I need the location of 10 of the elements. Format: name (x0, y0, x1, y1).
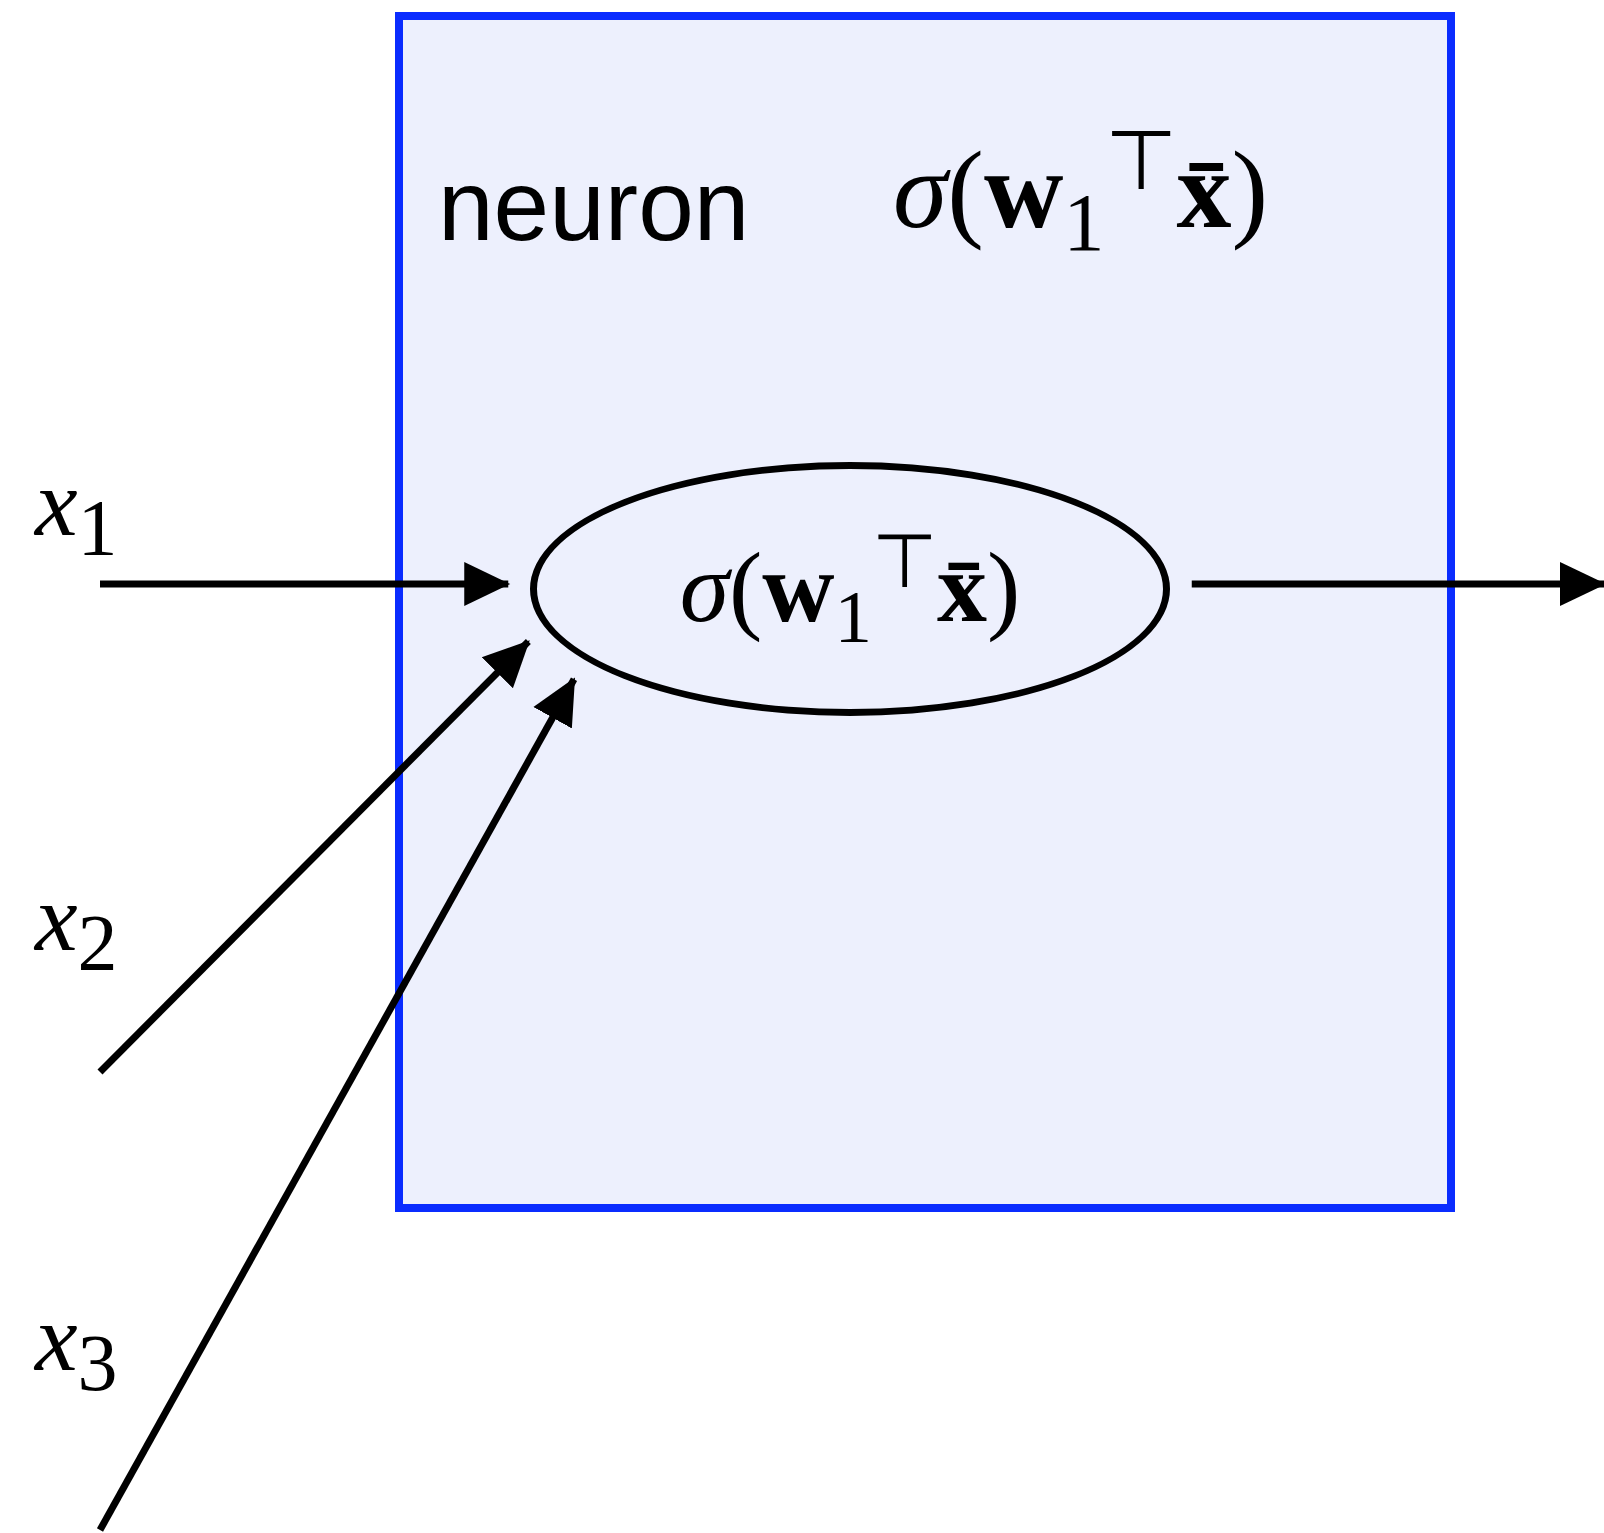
arrow (1191, 562, 1604, 606)
formula: σ(w$_{1}$$^{⊤}$x̄) (679, 523, 1021, 655)
neuron-box (395, 12, 1455, 1212)
input-variable: x$_{2}$ (35, 870, 118, 984)
arrow (97, 639, 531, 1075)
input-variable: x$_{3}$ (35, 1290, 118, 1404)
input-variable: x$_{1}$ (35, 455, 118, 569)
formula: σ(w$_{1}$$^{⊤}$x̄) (893, 120, 1269, 264)
arrow (96, 677, 578, 1532)
box-title: neuron (438, 155, 750, 255)
